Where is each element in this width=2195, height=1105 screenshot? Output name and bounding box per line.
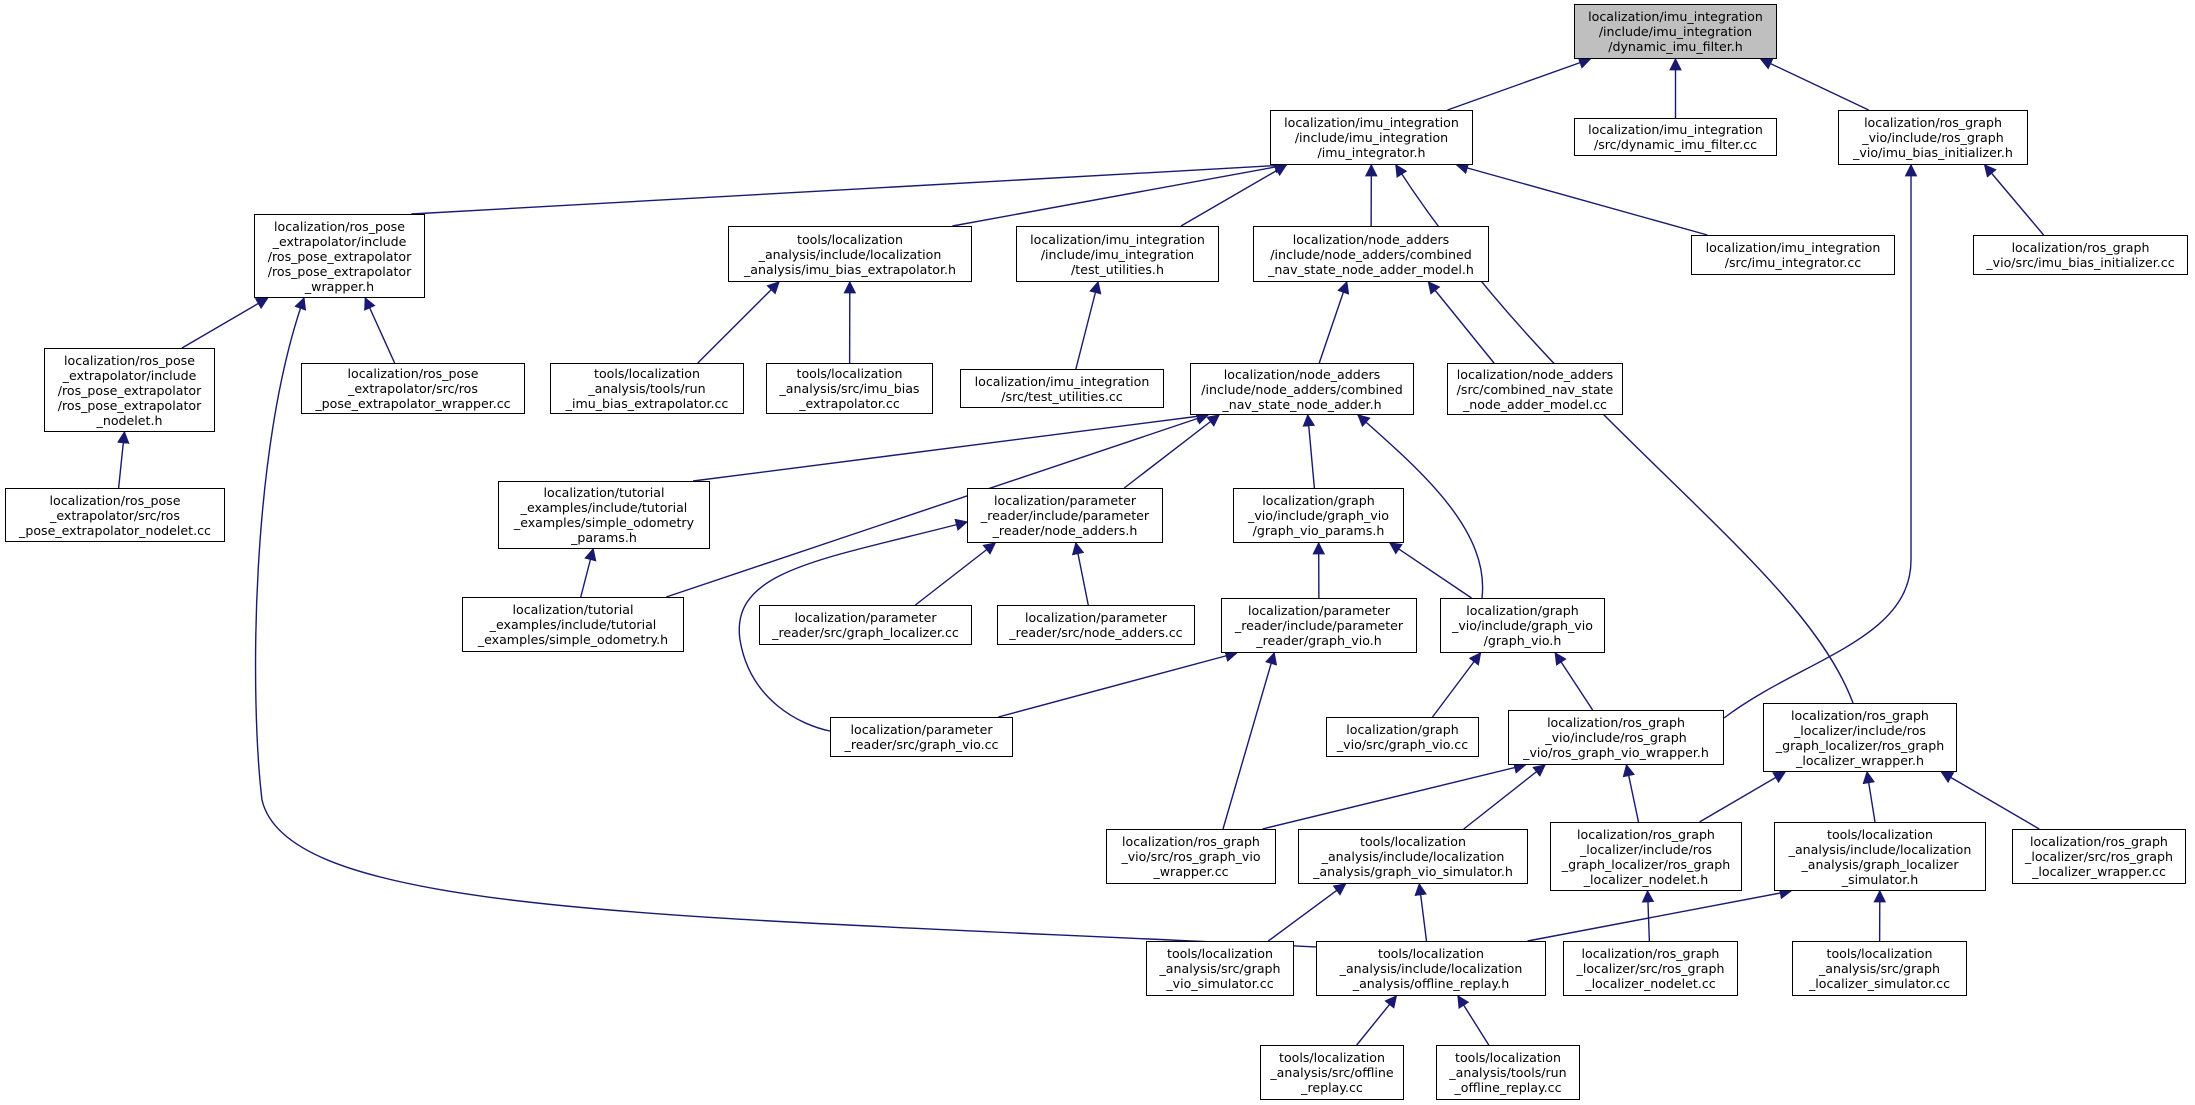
edge-test_utilities_h-to-test_utilities_cc xyxy=(1075,280,1102,370)
edge-parameter_reader_node_adders_h-to-parameter_reader_graph_vio_cc xyxy=(738,518,969,732)
edge-offline_replay_h-to-offline_replay_cc xyxy=(1356,995,1398,1046)
node-combined-nav-state-node-adder-model-cc[interactable]: localization/node_adders /src/combined_n… xyxy=(1447,363,1623,415)
edge-ros_pose_extrapolator_nodelet_h-to-ros_pose_extrapolator_nodelet_cc xyxy=(116,430,130,489)
edge-imu_bias_extrapolator_h-to-run_imu_bias_extrapolator_cc xyxy=(697,281,780,364)
edge-combined_nav_state_node_adder_model_h-to-combined_nav_state_node_adder_model_cc xyxy=(1427,281,1495,364)
edge-imu_integrator_h-to-imu_integrator_cc xyxy=(1455,161,1708,236)
node-imu-bias-extrapolator-cc[interactable]: tools/localization _analysis/src/imu_bia… xyxy=(766,363,933,414)
node-ros-pose-extrapolator-wrapper-cc[interactable]: localization/ros_pose _extrapolator/src/… xyxy=(301,363,525,414)
edge-graph_vio_h-to-ros_graph_vio_wrapper_h xyxy=(1554,651,1594,711)
edge-ros_graph_localizer_wrapper_h-to-ros_graph_localizer_wrapper_cc xyxy=(1940,771,2040,830)
node-test-utilities-cc[interactable]: localization/imu_integration /src/test_u… xyxy=(960,369,1164,408)
node-imu-integrator-cc[interactable]: localization/imu_integration /src/imu_in… xyxy=(1691,235,1895,275)
node-parameter-reader-node-adders-h[interactable]: localization/parameter _reader/include/p… xyxy=(967,488,1163,543)
edge-graph_vio_simulator_h-to-graph_vio_simulator_cc xyxy=(1267,883,1347,942)
edge-graph_vio_h-to-graph_vio_cc xyxy=(1431,651,1482,718)
edge-ros_graph_vio_wrapper_h-to-graph_vio_simulator_h xyxy=(1463,764,1546,830)
edge-simple_odometry_params_h-to-simple_odometry_h xyxy=(580,547,597,598)
edge-ros_graph_vio_wrapper_h-to-ros_graph_vio_wrapper_cc xyxy=(1262,761,1527,830)
node-graph-vio-params-h[interactable]: localization/graph _vio/include/graph_vi… xyxy=(1233,488,1404,543)
node-parameter-reader-graph-vio-h[interactable]: localization/parameter _reader/include/p… xyxy=(1221,598,1417,653)
node-combined-nav-state-node-adder-h[interactable]: localization/node_adders /include/node_a… xyxy=(1190,363,1414,415)
edge-imu_bias_initializer_h-to-imu_bias_initializer_cc xyxy=(1983,164,2045,236)
edge-parameter_reader_graph_vio_h-to-parameter_reader_graph_vio_cc xyxy=(998,649,1238,718)
node-offline-replay-cc[interactable]: tools/localization _analysis/src/offline… xyxy=(1260,1045,1404,1100)
edge-ros_graph_vio_wrapper_h-to-ros_graph_localizer_nodelet_h xyxy=(1622,763,1640,823)
edge-combined_nav_state_node_adder_h-to-parameter_reader_node_adders_h xyxy=(1123,414,1221,489)
edge-combined_nav_state_node_adder_model_h-to-combined_nav_state_node_adder_h xyxy=(1318,280,1350,364)
edge-imu_integrator_h-to-test_utilities_h xyxy=(1180,164,1288,227)
node-ros-graph-localizer-wrapper-h[interactable]: localization/ros_graph _localizer/includ… xyxy=(1763,703,1957,772)
node-run-imu-bias-extrapolator-cc[interactable]: tools/localization _analysis/tools/run _… xyxy=(550,363,744,414)
node-imu-bias-extrapolator-h[interactable]: tools/localization _analysis/include/loc… xyxy=(728,226,972,282)
node-imu-integrator-h[interactable]: localization/imu_integration /include/im… xyxy=(1270,110,1473,165)
edge-combined_nav_state_node_adder_h-to-simple_odometry_h xyxy=(666,412,1210,598)
edge-imu_integrator_h-to-ros_pose_extrapolator_wrapper_h xyxy=(411,159,1288,215)
node-graph-localizer-cc[interactable]: localization/parameter _reader/src/graph… xyxy=(759,605,972,645)
node-root: localization/imu_integration /include/im… xyxy=(1574,4,1777,59)
edge-graph_vio_params_h-to-graph_vio_h xyxy=(1388,542,1472,599)
edge-ros_pose_extrapolator_wrapper_h-to-offline_replay_h xyxy=(254,296,1357,950)
node-simple-odometry-h[interactable]: localization/tutorial _examples/include/… xyxy=(462,597,684,652)
edge-ros_pose_extrapolator_wrapper_h-to-ros_pose_extrapolator_nodelet_h xyxy=(181,297,269,349)
node-run-offline-replay-cc[interactable]: tools/localization _analysis/tools/run _… xyxy=(1436,1045,1580,1100)
node-imu-bias-initializer-h[interactable]: localization/ros_graph _vio/include/ros_… xyxy=(1838,110,2028,165)
edge-parameter_reader_node_adders_h-to-parameter_reader_node_adders_cc xyxy=(1071,541,1089,606)
edge-ros_graph_localizer_wrapper_h-to-graph_localizer_simulator_h xyxy=(1862,770,1876,823)
node-simple-odometry-params-h[interactable]: localization/tutorial _examples/include/… xyxy=(498,481,710,549)
edge-graph_localizer_simulator_h-to-offline_replay_h xyxy=(1527,886,1793,942)
node-parameter-reader-node-adders-cc[interactable]: localization/parameter _reader/src/node_… xyxy=(997,605,1195,645)
node-graph-vio-simulator-h[interactable]: tools/localization _analysis/include/loc… xyxy=(1298,829,1528,884)
node-ros-graph-localizer-wrapper-cc[interactable]: localization/ros_graph _localizer/src/ro… xyxy=(2012,829,2186,884)
node-ros-pose-extrapolator-nodelet-cc[interactable]: localization/ros_pose _extrapolator/src/… xyxy=(5,488,225,542)
node-combined-nav-state-node-adder-model-h[interactable]: localization/node_adders /include/node_a… xyxy=(1253,226,1489,282)
node-graph-vio-simulator-cc[interactable]: tools/localization _analysis/src/graph _… xyxy=(1146,941,1294,996)
edge-graph_vio_simulator_h-to-offline_replay_h xyxy=(1414,882,1428,942)
edge-ros_graph_localizer_nodelet_h-to-ros_graph_localizer_nodelet_cc xyxy=(1641,889,1655,942)
edge-ros_graph_localizer_wrapper_h-to-ros_graph_localizer_nodelet_h xyxy=(1699,771,1787,823)
node-offline-replay-h[interactable]: tools/localization _analysis/include/loc… xyxy=(1316,941,1546,996)
edge-ros_pose_extrapolator_wrapper_h-to-ros_pose_extrapolator_wrapper_cc xyxy=(364,296,396,364)
edge-parameter_reader_graph_vio_h-to-ros_graph_vio_wrapper_cc xyxy=(1222,651,1278,830)
node-ros-graph-localizer-nodelet-h[interactable]: localization/ros_graph _localizer/includ… xyxy=(1550,822,1742,891)
edge-imu_bias_initializer_h-to-ros_graph_vio_wrapper_h xyxy=(1723,163,1918,719)
node-ros-pose-extrapolator-nodelet-h[interactable]: localization/ros_pose _extrapolator/incl… xyxy=(44,348,215,432)
node-graph-vio-h[interactable]: localization/graph _vio/include/graph_vi… xyxy=(1440,598,1605,653)
edge-parameter_reader_node_adders_h-to-graph_localizer_cc xyxy=(914,542,997,606)
edge-combined_nav_state_node_adder_h-to-graph_vio_h xyxy=(1357,414,1484,599)
edge-combined_nav_state_node_adder_h-to-graph_vio_params_h xyxy=(1302,413,1316,489)
node-parameter-reader-graph-vio-cc[interactable]: localization/parameter _reader/src/graph… xyxy=(830,717,1013,757)
edge-root-to-imu_integrator_h xyxy=(1447,56,1592,111)
node-ros-pose-extrapolator-wrapper-h[interactable]: localization/ros_pose _extrapolator/incl… xyxy=(254,214,425,298)
edge-root-to-imu_bias_initializer_h xyxy=(1759,58,1869,111)
node-graph-localizer-simulator-h[interactable]: tools/localization _analysis/include/loc… xyxy=(1774,822,1986,891)
node-ros-graph-localizer-nodelet-cc[interactable]: localization/ros_graph _localizer/src/ro… xyxy=(1563,941,1738,996)
edge-imu_integrator_h-to-imu_bias_extrapolator_h xyxy=(952,160,1288,227)
node-graph-localizer-simulator-cc[interactable]: tools/localization _analysis/src/graph _… xyxy=(1792,941,1967,996)
edge-offline_replay_h-to-run_offline_replay_cc xyxy=(1457,994,1490,1046)
node-dynamic-imu-filter-cc[interactable]: localization/imu_integration /src/dynami… xyxy=(1574,118,1777,156)
node-ros-graph-vio-wrapper-cc[interactable]: localization/ros_graph _vio/src/ros_grap… xyxy=(1106,829,1276,884)
edge-combined_nav_state_node_adder_h-to-simple_odometry_params_h xyxy=(692,410,1210,482)
node-ros-graph-vio-wrapper-h[interactable]: localization/ros_graph _vio/include/ros_… xyxy=(1508,710,1724,765)
node-imu-bias-initializer-cc[interactable]: localization/ros_graph _vio/src/imu_bias… xyxy=(1973,235,2188,275)
node-test-utilities-h[interactable]: localization/imu_integration /include/im… xyxy=(1016,226,1219,282)
node-graph-vio-cc[interactable]: localization/graph _vio/src/graph_vio.cc xyxy=(1326,717,1479,757)
